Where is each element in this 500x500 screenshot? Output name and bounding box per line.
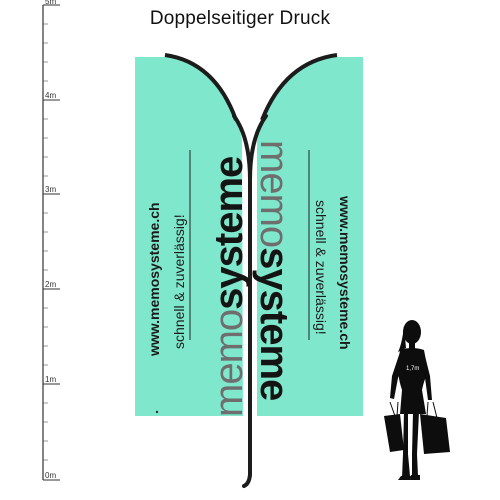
person-height-label: 1,7m [406, 366, 420, 372]
flag-pole [232, 114, 268, 488]
scale-label-0m: 0m [45, 471, 57, 480]
scale-label-2m: 2m [45, 280, 57, 289]
left-flag-arc [164, 53, 238, 121]
right-flag-arc [260, 53, 338, 121]
page-title: Doppelseitiger Druck [149, 8, 331, 29]
scale-label-3m: 3m [45, 185, 57, 194]
scale-label-1m: 1m [45, 375, 57, 384]
right-flag-panel [257, 57, 363, 416]
left-flag-panel [135, 57, 243, 416]
scale-label-4m: 4m [45, 91, 57, 100]
scale-label-5m: 5m [45, 0, 57, 6]
